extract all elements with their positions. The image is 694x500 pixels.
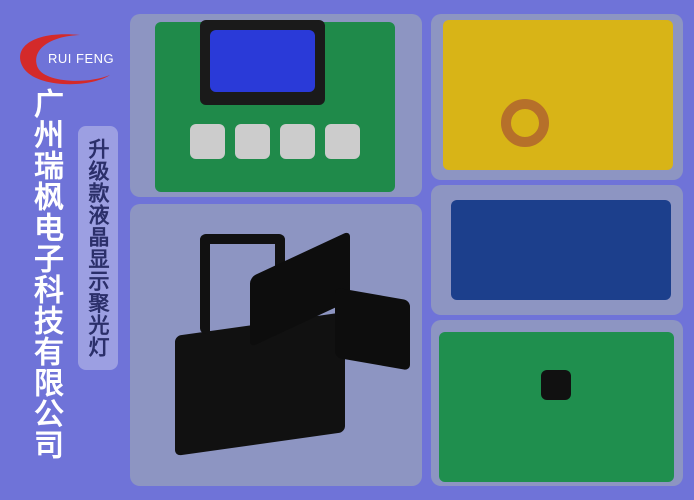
logo-text: RUI FENG — [48, 51, 115, 66]
image-lcd-board — [130, 14, 422, 197]
image-control-board-green — [431, 320, 683, 486]
image-driver-board-yellow — [431, 14, 683, 180]
image-driver-board-blue — [431, 185, 683, 315]
product-label-pill: 升级款液晶显示聚光灯 — [78, 126, 118, 370]
product-label: 升级款液晶显示聚光灯 — [86, 138, 110, 358]
company-name: 广州瑞枫电子科技有限公司 — [28, 88, 63, 460]
logo-swoosh-icon — [20, 34, 110, 85]
image-spotlight — [130, 204, 422, 486]
